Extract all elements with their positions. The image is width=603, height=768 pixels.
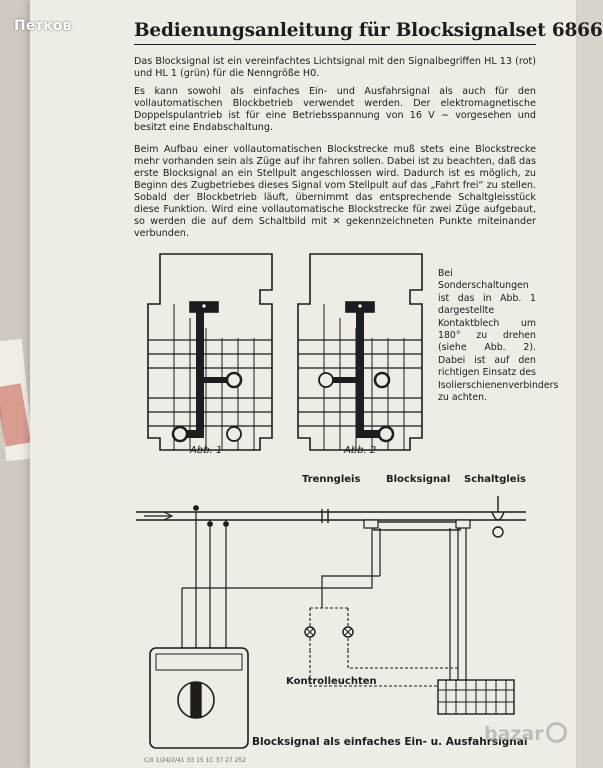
watermark-username: Петков [14,18,72,34]
special-circuit-note: Bei Sonderschaltungen ist das in Abb. 1 … [438,268,559,404]
document-sheet: Bedienungsanleitung für Blocksignalset 6… [30,0,603,768]
site-logo: bazar [484,722,567,745]
label-blocksignal: Blocksignal [386,474,451,485]
document-title: Bedienungsanleitung für Blocksignalset 6… [134,20,603,45]
label-kontrollleuchten: Kontrolleuchten [286,676,377,687]
label-trenngleis: Trenngleis [302,474,361,485]
figure-caption: Blocksignal als einfaches Ein- u. Ausfah… [252,736,528,748]
contact-plate-diagrams [147,253,423,451]
print-code: C/II 1/24/2/41 33 15 1C 37 27 252 [144,757,247,764]
figure-1-drawing [147,253,273,451]
figure-2-drawing [297,253,423,451]
document-page: Bedienungsanleitung für Blocksignalset 6… [134,20,603,768]
paragraph-usage: Es kann sowohl als einfaches Ein- und Au… [134,86,536,133]
site-logo-text: bazar [484,723,544,745]
label-schaltgleis: Schaltgleis [464,474,526,485]
paragraph-block-setup: Beim Aufbau einer vollautomatischen Bloc… [134,144,536,239]
wiring-diagram [136,496,526,749]
paragraph-intro: Das Blocksignal ist ein vereinfachtes Li… [134,56,536,79]
speech-bubble-icon [545,722,567,743]
figure-2-caption: Abb. 2 [344,445,377,456]
figure-1-caption: Abb. 1 [190,445,223,456]
